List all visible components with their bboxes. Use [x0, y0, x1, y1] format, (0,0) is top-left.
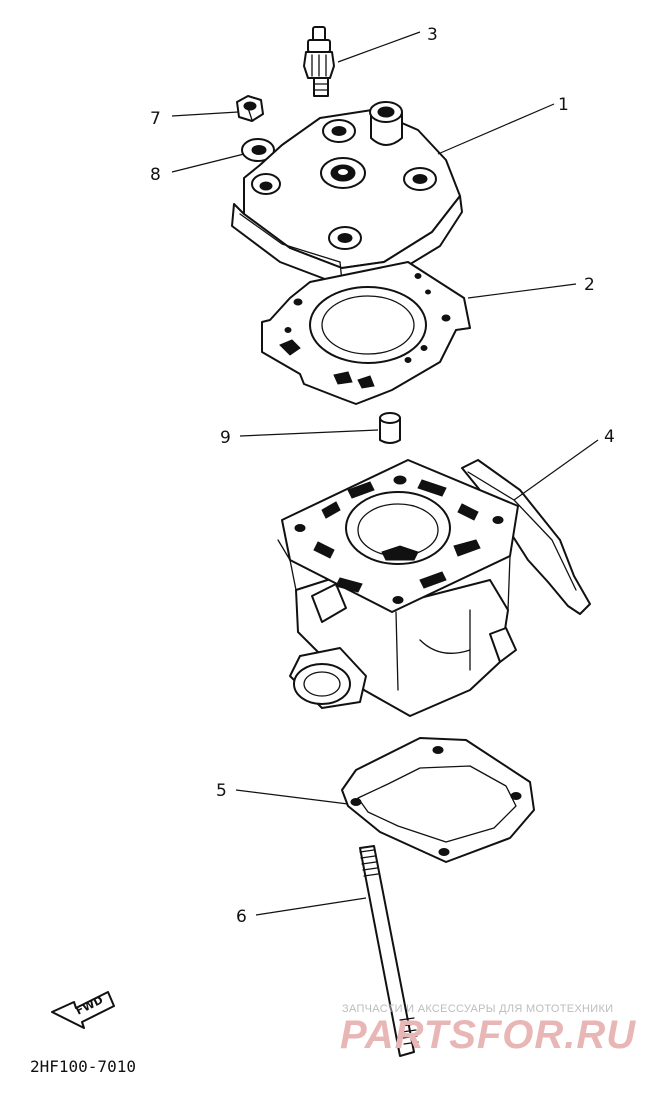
dowel-pin	[379, 412, 401, 444]
leader-lines	[171, 31, 599, 916]
callout-1: 1	[558, 95, 569, 115]
callout-4: 4	[604, 427, 615, 447]
callout-5: 5	[216, 781, 227, 801]
callout-3: 3	[427, 25, 438, 45]
callout-8: 8	[150, 165, 161, 185]
head-gasket	[261, 261, 471, 405]
spark-plug	[303, 26, 335, 97]
callout-2: 2	[584, 275, 595, 295]
stud-bolt	[359, 845, 419, 1057]
callout-6: 6	[236, 907, 247, 927]
watermark-tagline: ЗАПЧАСТИ И АКСЕССУАРЫ ДЛЯ МОТОТЕХНИКИ	[342, 1003, 613, 1015]
part-code: 2HF100-7010	[30, 1057, 136, 1076]
cylinder	[277, 459, 591, 717]
watermark: ЗАПЧАСТИ И АКСЕССУАРЫ ДЛЯ МОТОТЕХНИКИ PA…	[340, 1003, 636, 1057]
forward-arrow-icon: FWD	[51, 991, 115, 1029]
cap-nut	[236, 95, 264, 122]
callout-9: 9	[220, 428, 231, 448]
watermark-site: PARTSFOR.RU	[340, 1013, 636, 1057]
callout-7: 7	[150, 109, 161, 129]
callout-labels: 3 7 8 1 2 9 4 5 6	[150, 25, 615, 927]
base-gasket	[341, 737, 535, 863]
cylinder-head	[231, 101, 463, 285]
washer	[241, 138, 275, 162]
